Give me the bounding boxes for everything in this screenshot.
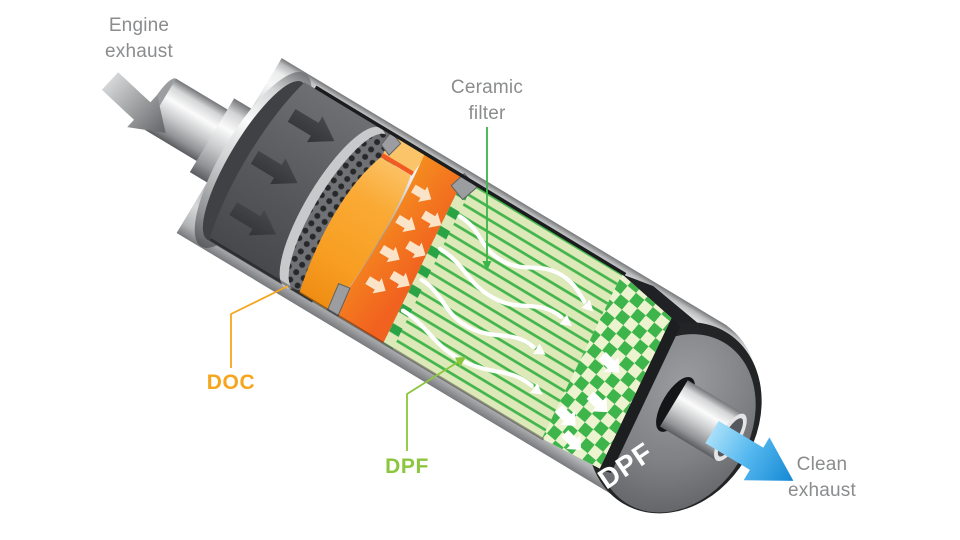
- top-cut-edge: [314, 85, 627, 276]
- clean-exhaust-label: Clean exhaust: [788, 454, 856, 502]
- dpf-canister: [143, 58, 762, 514]
- engine-exhaust-arrow-icon: [101, 72, 166, 133]
- filter-face-edge: [599, 316, 681, 473]
- doc-cut-face: [331, 154, 464, 344]
- ceramic-filter-leader: [482, 127, 492, 271]
- dpf-label: DPF: [385, 455, 429, 478]
- mounting-wedges: [327, 131, 478, 317]
- engine-exhaust-label: Engine exhaust: [105, 15, 173, 63]
- filter-flow-lines-icon: [400, 214, 587, 388]
- filter-end-face: [541, 274, 672, 469]
- dpf-leader: [406, 357, 466, 451]
- bottom-inner-edge: [209, 238, 545, 441]
- channel-plugs: [383, 178, 474, 349]
- doc-label: DOC: [206, 371, 256, 394]
- ceramic-filter-label: Ceramic filter: [450, 77, 524, 125]
- ceramic-filter-body: [383, 178, 622, 439]
- doc-leader: [230, 285, 289, 368]
- clean-exhaust-arrow-icon: [705, 420, 794, 481]
